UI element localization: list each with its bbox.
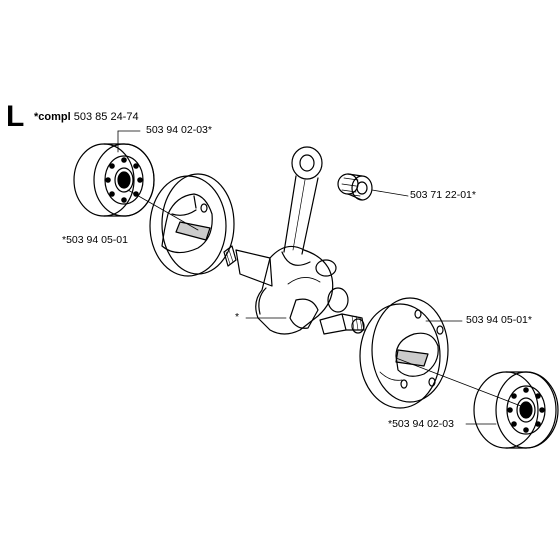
callout-crankshaft: * (235, 311, 240, 323)
crank-half-left (149, 173, 235, 277)
connecting-rod (281, 146, 323, 266)
crank-half-right (359, 297, 449, 409)
section-letter: L (6, 100, 25, 133)
assembly-number: 503 85 24-74 (73, 111, 139, 123)
ball-bearing-top-left (73, 143, 155, 217)
callout-needle-bearing: 503 71 22-01* (410, 189, 476, 201)
assembly-header: *compl 503 85 24-74 (34, 111, 139, 123)
callout-bearing-top-left: 503 94 02-03* (146, 124, 212, 136)
ball-bearing-bottom-right (473, 371, 559, 449)
callout-bearing-bottom-right: *503 94 02-03 (388, 418, 454, 430)
callout-crank-half-left: *503 94 05-01 (62, 234, 128, 246)
compl-prefix: *compl (34, 111, 71, 123)
leader-lines (117, 130, 527, 425)
callout-crank-half-right: 503 94 05-01* (466, 314, 532, 326)
crankshaft (223, 245, 365, 335)
needle-bearing (337, 173, 373, 201)
